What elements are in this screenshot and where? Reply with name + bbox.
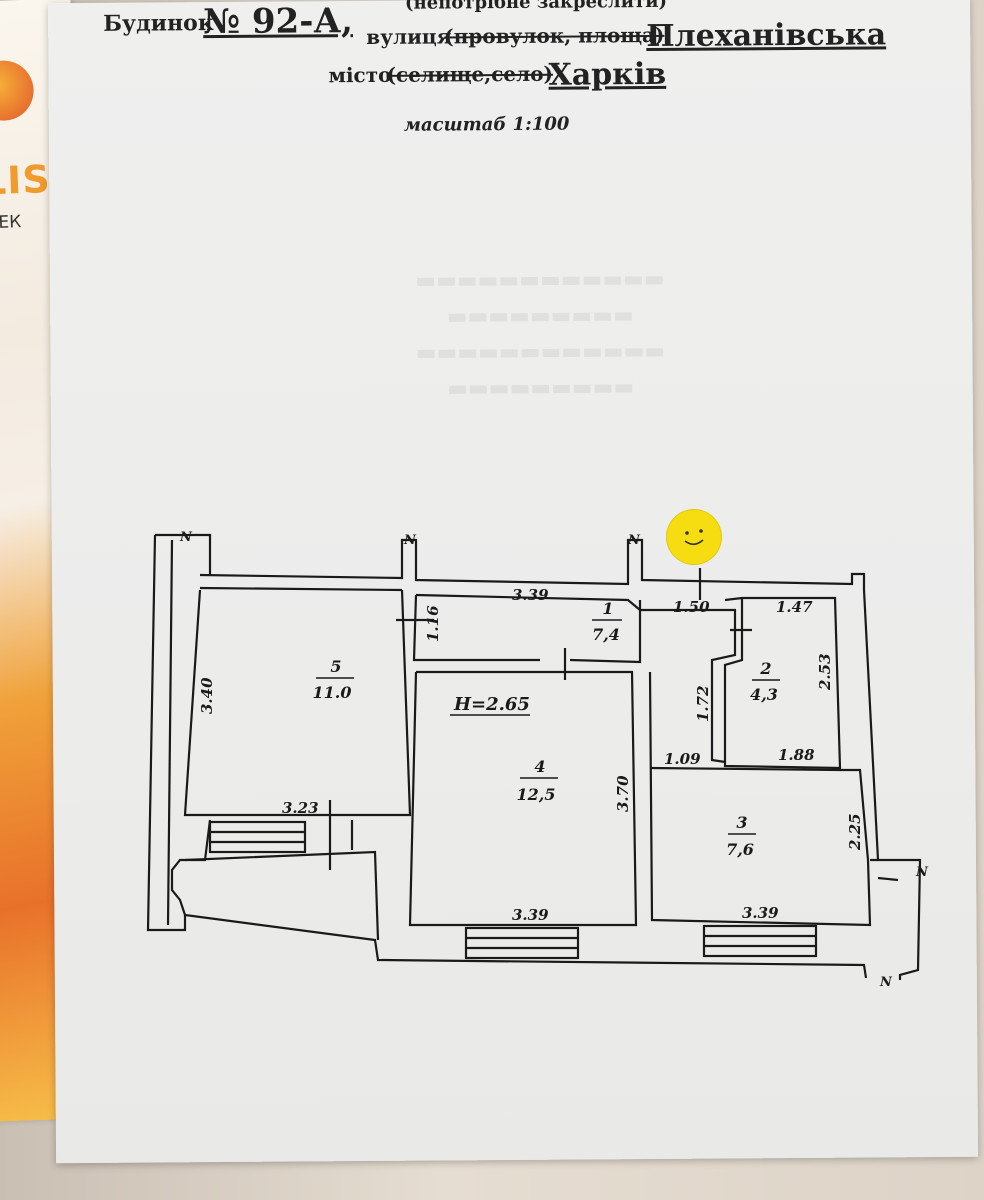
room-area: 7,6	[726, 840, 754, 859]
dim-r4-bottom: 3.39	[512, 906, 549, 924]
dim-r2-left: 1.72	[694, 685, 712, 722]
room-area: 11.0	[313, 683, 352, 702]
room-number: 3	[736, 813, 747, 832]
room-number: 4	[534, 757, 545, 776]
north-marks: N N N N N	[179, 530, 929, 990]
dim-r3-top: 1.09	[664, 750, 701, 768]
dim-r4-right: 3.70	[614, 775, 632, 812]
dim-r3-bottom: 3.39	[742, 904, 779, 922]
dim-corridor: 1.50	[673, 598, 710, 616]
room-labels: 1 7,4 2 4,3 3 7,6 4 12,5 5 11.0	[313, 599, 780, 859]
room-area: 4,3	[750, 685, 778, 704]
room-area: 12,5	[517, 785, 556, 804]
room-number: 1	[602, 599, 613, 618]
dim-r3-right: 2.25	[846, 813, 864, 851]
dim-r5-left: 3.40	[198, 677, 216, 714]
dim-r5-bottom: 3.23	[282, 799, 319, 817]
dim-r1-left: 1.16	[424, 605, 442, 642]
room-number: 5	[330, 657, 341, 676]
dim-r2-bottom: 1.88	[778, 746, 815, 764]
plan-walls	[146, 533, 922, 980]
smiley-face-icon	[684, 529, 704, 546]
north-mark: N	[879, 975, 893, 990]
room-number: 2	[759, 659, 771, 678]
north-mark: N	[179, 530, 193, 545]
smiley-sticker	[667, 510, 721, 564]
dim-r2-right: 2.53	[816, 653, 834, 691]
north-mark: N	[915, 865, 929, 880]
dim-r2-top: 1.47	[776, 598, 813, 616]
ceiling-height: H=2.65	[453, 694, 530, 715]
north-mark: N	[627, 533, 641, 548]
dim-r1-top: 3.39	[512, 586, 549, 604]
room-area: 7,4	[592, 625, 620, 644]
dimension-labels: 3.39 1.16 1.50 1.47 2.53 1.72 1.88 1.09 …	[198, 586, 864, 924]
north-mark: N	[403, 533, 417, 548]
